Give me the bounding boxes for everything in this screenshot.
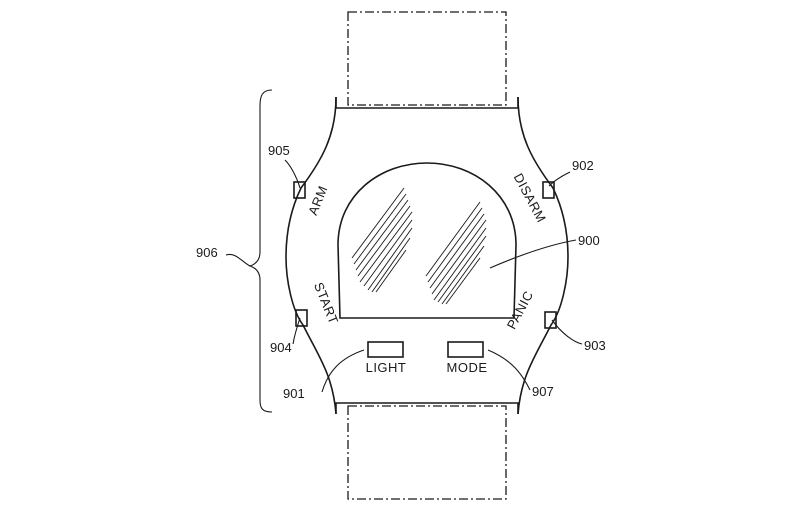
leader-900: [489, 239, 577, 269]
display-reflection-right: [425, 201, 487, 305]
start-label: START: [311, 280, 341, 326]
light-button: [367, 341, 404, 358]
leader-906: [225, 253, 251, 267]
light-label: LIGHT: [366, 360, 407, 375]
leader-903: [551, 319, 583, 345]
brace-906: [248, 89, 273, 413]
upper-strap: [347, 11, 507, 106]
ref-903: 903: [584, 338, 606, 353]
upper-lug: [335, 97, 519, 109]
mode-label: MODE: [447, 360, 488, 375]
ref-906: 906: [196, 245, 218, 260]
display-crystal: [337, 162, 517, 319]
leader-907: [487, 349, 531, 391]
case-left-edge: [285, 96, 337, 415]
ref-904: 904: [270, 340, 292, 355]
start-button: [295, 309, 308, 327]
ref-905: 905: [268, 143, 290, 158]
ref-900: 900: [578, 233, 600, 248]
arm-button: [293, 181, 306, 199]
ref-901: 901: [283, 386, 305, 401]
leader-904: [292, 317, 301, 345]
case-right-edge: [517, 96, 569, 415]
leader-901: [321, 349, 365, 393]
ref-902: 902: [572, 158, 594, 173]
arm-label: ARM: [305, 183, 330, 217]
panic-label: PANIC: [504, 288, 537, 331]
leader-902: [548, 171, 571, 187]
lower-strap: [347, 405, 507, 500]
leader-905: [284, 159, 301, 189]
ref-907: 907: [532, 384, 554, 399]
lower-lug: [335, 402, 519, 414]
panic-button: [544, 311, 557, 329]
display-reflection-left: [351, 187, 413, 293]
disarm-button: [542, 181, 555, 199]
mode-button: [447, 341, 484, 358]
